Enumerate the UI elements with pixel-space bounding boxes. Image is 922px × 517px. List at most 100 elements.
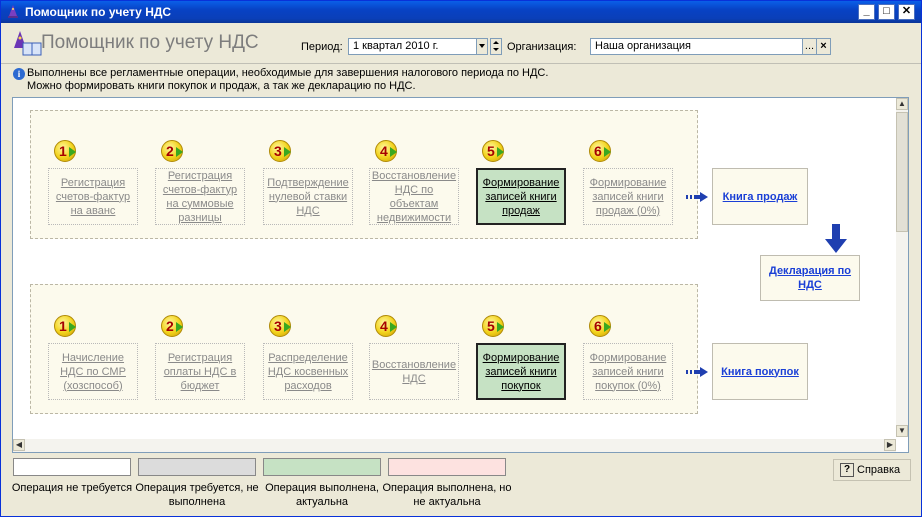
title-bar[interactable]: Помощник по учету НДС _ □ ✕ [1,1,921,23]
step-label: Регистрация счетов-фактур на суммовые ра… [162,169,238,224]
sales-step-4[interactable]: Восстановление НДС по объектам недвижимо… [369,168,459,225]
play-arrow-icon [176,147,183,157]
step-number-icon: 5 [482,315,504,337]
info-line-1: Выполнены все регламентные операции, нео… [27,67,549,79]
period-label: Период: [301,41,343,53]
organization-select-button[interactable]: ... [802,38,817,55]
step-number: 1 [59,318,67,334]
step-label: Формирование записей книги продаж (0%) [589,176,667,217]
period-field[interactable]: 1 квартал 2010 г. [348,38,477,55]
step-number: 2 [166,318,174,334]
info-icon: i [13,68,25,80]
horizontal-scrollbar[interactable]: ◀ ▶ [13,439,896,452]
step-number-icon: 3 [269,140,291,162]
arrow-right-icon [686,192,708,202]
step-number: 6 [594,143,602,159]
play-arrow-icon [284,322,291,332]
step-number-icon: 2 [161,140,183,162]
purchases-step-3[interactable]: Распределение НДС косвенных расходов [263,343,353,400]
sales-step-2[interactable]: Регистрация счетов-фактур на суммовые ра… [155,168,245,225]
step-number: 5 [487,143,495,159]
step-number-icon: 4 [375,315,397,337]
legend-text: Операция выполнена, но не актуальна [382,482,512,508]
sales-step-1[interactable]: Регистрация счетов-фактур на аванс [48,168,138,225]
help-button[interactable]: ?Справка [833,459,911,481]
step-label: Распределение НДС косвенных расходов [267,351,349,392]
play-arrow-icon [390,147,397,157]
step-number-icon: 6 [589,315,611,337]
step-label: Регистрация оплаты НДС в бюджет [163,351,237,392]
play-arrow-icon [604,147,611,157]
step-number-icon: 2 [161,315,183,337]
step-number-icon: 4 [375,140,397,162]
organization-clear-button[interactable]: × [816,38,831,55]
info-message: Выполнены все регламентные операции, нео… [27,67,548,93]
step-number: 4 [380,143,388,159]
arrow-down-icon [825,224,847,253]
legend-text: Операция выполнена, актуальна [265,482,379,508]
step-label: Восстановление НДС по объектам недвижимо… [371,169,457,224]
scroll-right-button[interactable]: ▶ [884,439,896,451]
step-number-icon: 1 [54,140,76,162]
step-number-icon: 3 [269,315,291,337]
legend-swatch [13,458,131,476]
period-stepper[interactable] [490,38,502,55]
legend-swatch [388,458,506,476]
help-label: Справка [857,464,901,476]
arrow-right-icon [686,367,708,377]
play-arrow-icon [497,322,504,332]
organization-label: Организация: [507,41,577,53]
scroll-up-button[interactable]: ▲ [896,98,908,110]
scroll-down-button[interactable]: ▼ [896,425,908,437]
legend-text: Операция требуется, не выполнена [135,482,259,508]
window-title: Помощник по учету НДС [25,5,172,19]
declaration-link[interactable]: Декларация по НДС [760,255,860,301]
step-label: Регистрация счетов-фактур на аванс [55,176,131,217]
purchases-step-1[interactable]: Начисление НДС по СМР (хозспособ) [48,343,138,400]
step-number-icon: 5 [482,140,504,162]
purchases-step-5[interactable]: Формирование записей книги покупок [476,343,566,400]
play-arrow-icon [604,322,611,332]
step-number: 5 [487,318,495,334]
sales-book-link[interactable]: Книга продаж [712,168,808,225]
play-arrow-icon [69,147,76,157]
purchases-step-2[interactable]: Регистрация оплаты НДС в бюджет [155,343,245,400]
step-label: Формирование записей книги покупок [482,351,560,392]
legend-swatch [138,458,256,476]
close-button[interactable]: ✕ [898,4,915,20]
step-number-icon: 6 [589,140,611,162]
maximize-button[interactable]: □ [878,4,895,20]
play-arrow-icon [176,322,183,332]
minimize-button[interactable]: _ [858,4,875,20]
step-label: Формирование записей книги продаж [482,176,560,217]
step-label: Начисление НДС по СМР (хозспособ) [60,351,126,392]
scroll-thumb[interactable] [896,112,908,232]
sales-step-6[interactable]: Формирование записей книги продаж (0%) [583,168,673,225]
step-number: 6 [594,318,602,334]
vertical-scrollbar[interactable]: ▲ ▼ [896,98,908,437]
purchases-step-6[interactable]: Формирование записей книги покупок (0%) [583,343,673,400]
step-number: 4 [380,318,388,334]
legend-text: Операция не требуется [11,482,133,494]
play-arrow-icon [69,322,76,332]
sales-step-3[interactable]: Подтверждение нулевой ставки НДС [263,168,353,225]
organization-field[interactable]: Наша организация [590,38,803,55]
wizard-book-icon [14,31,42,56]
step-label: Подтверждение нулевой ставки НДС [267,176,349,217]
step-number: 3 [274,318,282,334]
play-arrow-icon [497,147,504,157]
play-arrow-icon [284,147,291,157]
sales-step-5[interactable]: Формирование записей книги продаж [476,168,566,225]
purchases-book-link[interactable]: Книга покупок [712,343,808,400]
period-dropdown-button[interactable] [476,38,488,55]
scroll-left-button[interactable]: ◀ [13,439,25,451]
help-icon: ? [840,463,854,478]
page-title: Помощник по учету НДС [41,32,259,53]
step-label: Формирование записей книги покупок (0%) [589,351,667,392]
step-number: 1 [59,143,67,159]
chevron-down-icon [493,48,499,51]
chevron-down-icon [479,44,485,48]
play-arrow-icon [390,322,397,332]
purchases-step-4[interactable]: Восстановление НДС [369,343,459,400]
